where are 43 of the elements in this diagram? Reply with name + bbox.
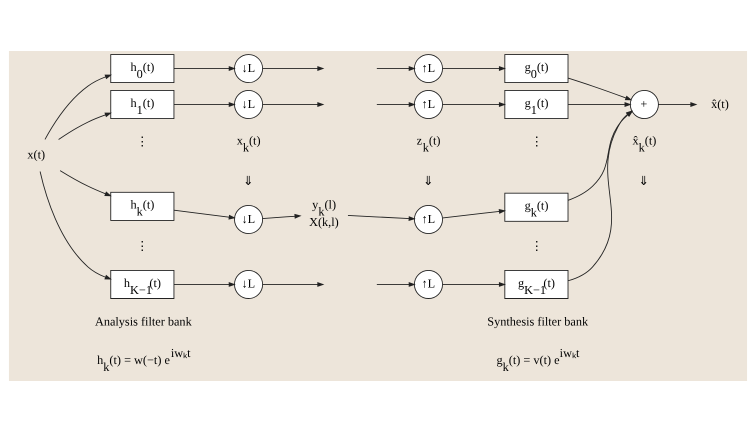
- arrow: [376, 102, 416, 106]
- arrow: [174, 102, 236, 106]
- node-circle: ↑L: [414, 269, 443, 298]
- label: ⋮: [136, 134, 148, 148]
- arrow: [568, 102, 632, 106]
- node-circle: ↓L: [234, 204, 264, 234]
- arrow: [58, 112, 112, 140]
- arrow: [568, 77, 632, 100]
- node-circle: ↓L: [234, 269, 264, 298]
- node-text: x̂(t): [711, 96, 729, 110]
- arrow: [348, 214, 416, 220]
- label: Analysis filter bank: [94, 314, 192, 328]
- label: ⇓: [242, 174, 253, 188]
- arrow: [442, 282, 506, 286]
- arrow: [442, 208, 506, 218]
- label: ⋮: [530, 238, 542, 252]
- label: ⋮: [136, 238, 148, 252]
- arrow: [658, 102, 698, 106]
- node-text: x(t): [27, 147, 46, 162]
- arrow: [174, 209, 236, 220]
- arrow: [262, 213, 302, 218]
- arrow: [442, 102, 506, 106]
- label: Synthesis filter bank: [487, 314, 588, 328]
- node-circle: ↓L: [234, 90, 264, 119]
- node-circle: +: [630, 90, 659, 119]
- node-circle: ↑L: [414, 204, 443, 234]
- node-circle: ↓L: [234, 54, 264, 83]
- arrow: [174, 282, 236, 286]
- node-circle: ↑L: [414, 90, 443, 119]
- arrow: [376, 66, 416, 71]
- arrow: [376, 282, 416, 286]
- arrow: [262, 66, 324, 71]
- arrow: [44, 74, 112, 140]
- arrow: [60, 170, 112, 196]
- arrow: [174, 66, 236, 71]
- label: ⇓: [638, 174, 649, 188]
- label: ⋮: [530, 134, 542, 148]
- arrow: [262, 282, 324, 286]
- node-circle: ↑L: [414, 54, 443, 83]
- label: ⇓: [422, 174, 433, 188]
- arrow: [40, 170, 112, 279]
- arrow: [262, 102, 324, 106]
- arrow: [442, 66, 506, 71]
